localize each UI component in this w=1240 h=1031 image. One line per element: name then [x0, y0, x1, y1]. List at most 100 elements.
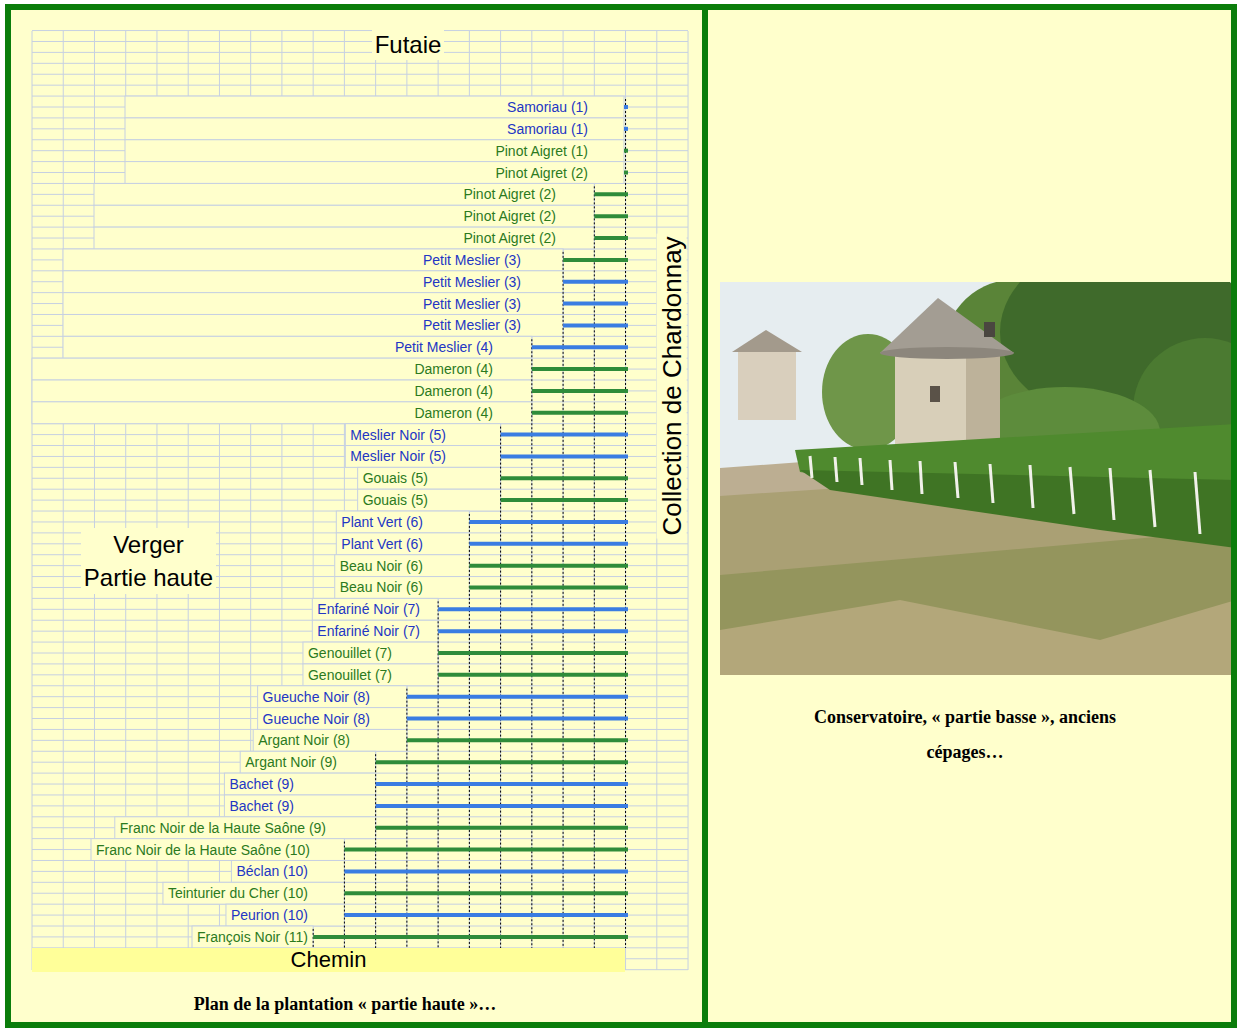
grid-line [32, 904, 688, 905]
row-cell [32, 358, 532, 380]
vine-row [438, 629, 628, 633]
vine-row [376, 804, 628, 808]
photo-post [1030, 465, 1033, 508]
row-marker [406, 689, 407, 948]
row-cell [258, 686, 407, 708]
row-cell [91, 839, 344, 861]
grape-variety: Dameron (4) [414, 404, 493, 422]
row-cell [258, 708, 407, 730]
photo-roof [732, 330, 802, 352]
grid-line [32, 30, 688, 31]
photo-caption: Conservatoire, « partie basse », anciens… [805, 700, 1125, 770]
row-cell [253, 729, 407, 751]
row-cell [115, 817, 376, 839]
row-cell [226, 904, 344, 926]
row-cell [335, 577, 470, 599]
row-cell [94, 205, 594, 227]
grape-variety: Enfariné Noir (7) [317, 600, 420, 618]
row-marker [563, 252, 564, 948]
row-cell [63, 293, 563, 315]
row-cell [231, 860, 344, 882]
photo-window [930, 386, 940, 402]
photo-post [890, 460, 892, 490]
area-name: Verger Partie haute [81, 528, 216, 594]
photo-roof-edge [880, 347, 1014, 359]
grape-variety: Dameron (4) [414, 382, 493, 400]
grape-variety: Plant Vert (6) [341, 535, 423, 553]
grape-variety: Dameron (4) [414, 360, 493, 378]
vine-row [407, 738, 628, 742]
vine-row [501, 433, 628, 437]
plan-grid [32, 31, 688, 970]
row-cell [63, 336, 532, 358]
row-cell [94, 183, 594, 205]
vine-row [532, 367, 628, 371]
row-cell [163, 882, 344, 904]
vine-row [563, 323, 628, 327]
row-cell [125, 118, 624, 140]
row-cell [312, 598, 438, 620]
vine-row [624, 105, 628, 109]
grape-variety: Pinot Aigret (2) [463, 229, 556, 247]
grape-variety: Béclan (10) [236, 862, 308, 880]
grape-variety: Argant Noir (9) [245, 753, 337, 771]
grid-line [32, 915, 688, 916]
vine-row [532, 389, 628, 393]
photo-post [955, 462, 958, 498]
grape-variety: Argant Noir (8) [258, 731, 350, 749]
vine-row [624, 149, 628, 153]
grape-variety: Bachet (9) [229, 775, 294, 793]
vine-row [344, 891, 628, 895]
area-name: Futaie [372, 30, 445, 60]
photo-post [1110, 468, 1114, 520]
row-cell [192, 926, 313, 948]
vine-row [376, 760, 628, 764]
vine-row [594, 214, 628, 218]
photo-ground [720, 462, 1236, 675]
vine-row [469, 542, 628, 546]
row-cell [240, 751, 375, 773]
vine-row [438, 651, 628, 655]
photo-building [738, 350, 796, 420]
vine-row [438, 607, 628, 611]
vine-row [563, 302, 628, 306]
vine-row [624, 171, 628, 175]
grid-line [32, 893, 688, 894]
photo-grass [720, 530, 1236, 675]
vine-rows [32, 96, 628, 948]
vine-row [469, 564, 628, 568]
photo-tower-roof [880, 298, 1014, 353]
row-cell [345, 424, 500, 446]
grape-variety: Plant Vert (6) [341, 513, 423, 531]
vine-row [594, 192, 628, 196]
vine-row [563, 258, 628, 262]
panel-ground [5, 4, 708, 1028]
grape-variety: Gueuche Noir (8) [263, 710, 370, 728]
grid-line [32, 41, 688, 42]
row-cell [303, 664, 438, 686]
photo-post [1150, 470, 1155, 527]
vine-row [501, 476, 628, 480]
vine-row [344, 913, 628, 917]
photo-panel: Conservatoire, « partie basse », anciens… [702, 4, 1237, 1028]
grape-variety: Pinot Aigret (2) [463, 185, 556, 203]
vine-row [376, 782, 628, 786]
photo-post [920, 461, 922, 494]
grape-variety: Samoriau (1) [507, 120, 588, 138]
photo-window [984, 322, 995, 337]
vine-row [532, 345, 628, 349]
grape-variety: Pinot Aigret (2) [495, 164, 588, 182]
row-cell [32, 380, 532, 402]
vine-row [376, 826, 628, 830]
vine-row [344, 848, 628, 852]
photo-post [860, 458, 862, 485]
grape-variety: Meslier Noir (5) [350, 426, 446, 444]
row-cell [303, 642, 438, 664]
vine-row [438, 673, 628, 677]
photo-posts [810, 456, 1200, 534]
photo-post [990, 464, 993, 503]
row-cell [125, 140, 624, 162]
row-cell [358, 467, 501, 489]
vine-row [501, 498, 628, 502]
